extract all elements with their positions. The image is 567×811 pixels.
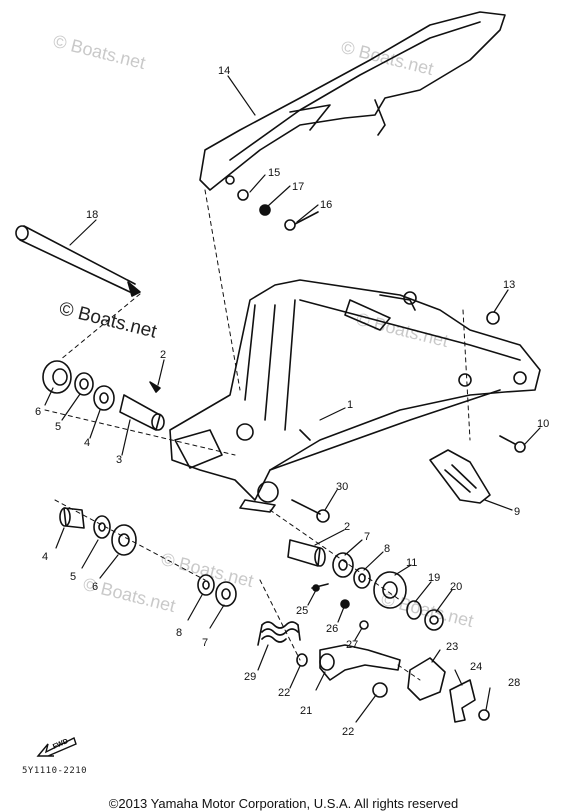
part-22-nut-lower [372,682,388,698]
part-22-washer-upper [296,653,308,667]
callout-6-lower: 6 [92,581,98,593]
part-19-washer [406,600,422,620]
callout-28: 28 [508,677,520,689]
callout-17: 17 [292,181,304,193]
part-25-bolt [311,583,329,592]
callout-7-right: 7 [364,531,370,543]
callout-19: 19 [428,572,440,584]
part-2-collar-right [287,539,326,567]
forward-arrow-icon: FWD [36,737,77,757]
part-27-nut [359,620,369,630]
part-10-bolt [499,435,526,453]
part-8-washer-lower [197,574,215,596]
part-23-cam [407,657,446,701]
callout-25: 25 [296,605,308,617]
part-15-washer [237,189,249,201]
callout-1: 1 [347,399,353,411]
part-1-swingarm [169,279,541,513]
callout-13: 13 [503,279,515,291]
part-16-bolt [284,211,319,231]
callout-30: 30 [336,481,348,493]
callout-29: 29 [244,671,256,683]
part-18-pivot-shaft [15,225,141,297]
part-20-nut [424,609,444,631]
callout-6: 6 [35,406,41,418]
callout-24: 24 [470,661,482,673]
part-4-bearing [93,385,115,411]
part-13-plug [486,311,500,325]
fwd-label: FWD [52,738,69,751]
callout-20: 20 [450,581,462,593]
part-7-bushing-lower [215,581,237,607]
callout-22-lower: 22 [342,726,354,738]
part-24-link [449,679,476,723]
part-7-bearing-right [332,552,354,578]
callout-21: 21 [300,705,312,717]
callout-22-upper: 22 [278,687,290,699]
leader-lines [44,75,541,723]
part-6-seal-lower [111,524,137,556]
part-28-nut [478,709,490,721]
part-11-seal-right [373,571,407,609]
callout-14: 14 [218,65,230,77]
part-5-washer-lower [93,515,111,539]
callout-5-lower: 5 [70,571,76,583]
part-9-chain-pad [429,449,491,504]
callout-27: 27 [346,639,358,651]
callout-9: 9 [514,506,520,518]
part-14-chain-guard [199,11,506,191]
part-6-seal [42,360,72,394]
part-2-bolt-small [149,381,161,393]
part-29-spring [257,621,301,646]
callout-16: 16 [320,199,332,211]
callout-8-right: 8 [384,543,390,555]
callout-3: 3 [116,454,122,466]
part-21-brake-arm [319,644,401,681]
part-17-nut [259,204,271,216]
callout-18: 18 [86,209,98,221]
callout-10: 10 [537,418,549,430]
callout-2-right: 2 [344,521,350,533]
copyright-notice: ©2013 Yamaha Motor Corporation, U.S.A. A… [108,796,459,811]
callout-8-lower: 8 [176,627,182,639]
callout-26: 26 [326,623,338,635]
callout-11: 11 [406,557,417,569]
callout-5: 5 [55,421,61,433]
part-5-washer [74,372,94,396]
part-30-bolt [291,499,330,523]
callout-numbers: 14 15 17 16 18 13 1 10 9 6 5 4 3 2 30 2 … [35,65,549,738]
callout-7-lower: 7 [202,637,208,649]
part-3-collar [119,394,165,431]
callout-2-upper: 2 [160,349,166,361]
callout-23: 23 [446,641,458,653]
callout-4: 4 [84,437,90,449]
part-26-washer [340,599,350,609]
part-8-washer-right [353,567,371,589]
part-4-bearing-lower [59,507,85,529]
callout-15: 15 [268,167,280,179]
diagram-part-number: 5Y1110-2210 [22,766,88,776]
callout-4-lower: 4 [42,551,48,563]
